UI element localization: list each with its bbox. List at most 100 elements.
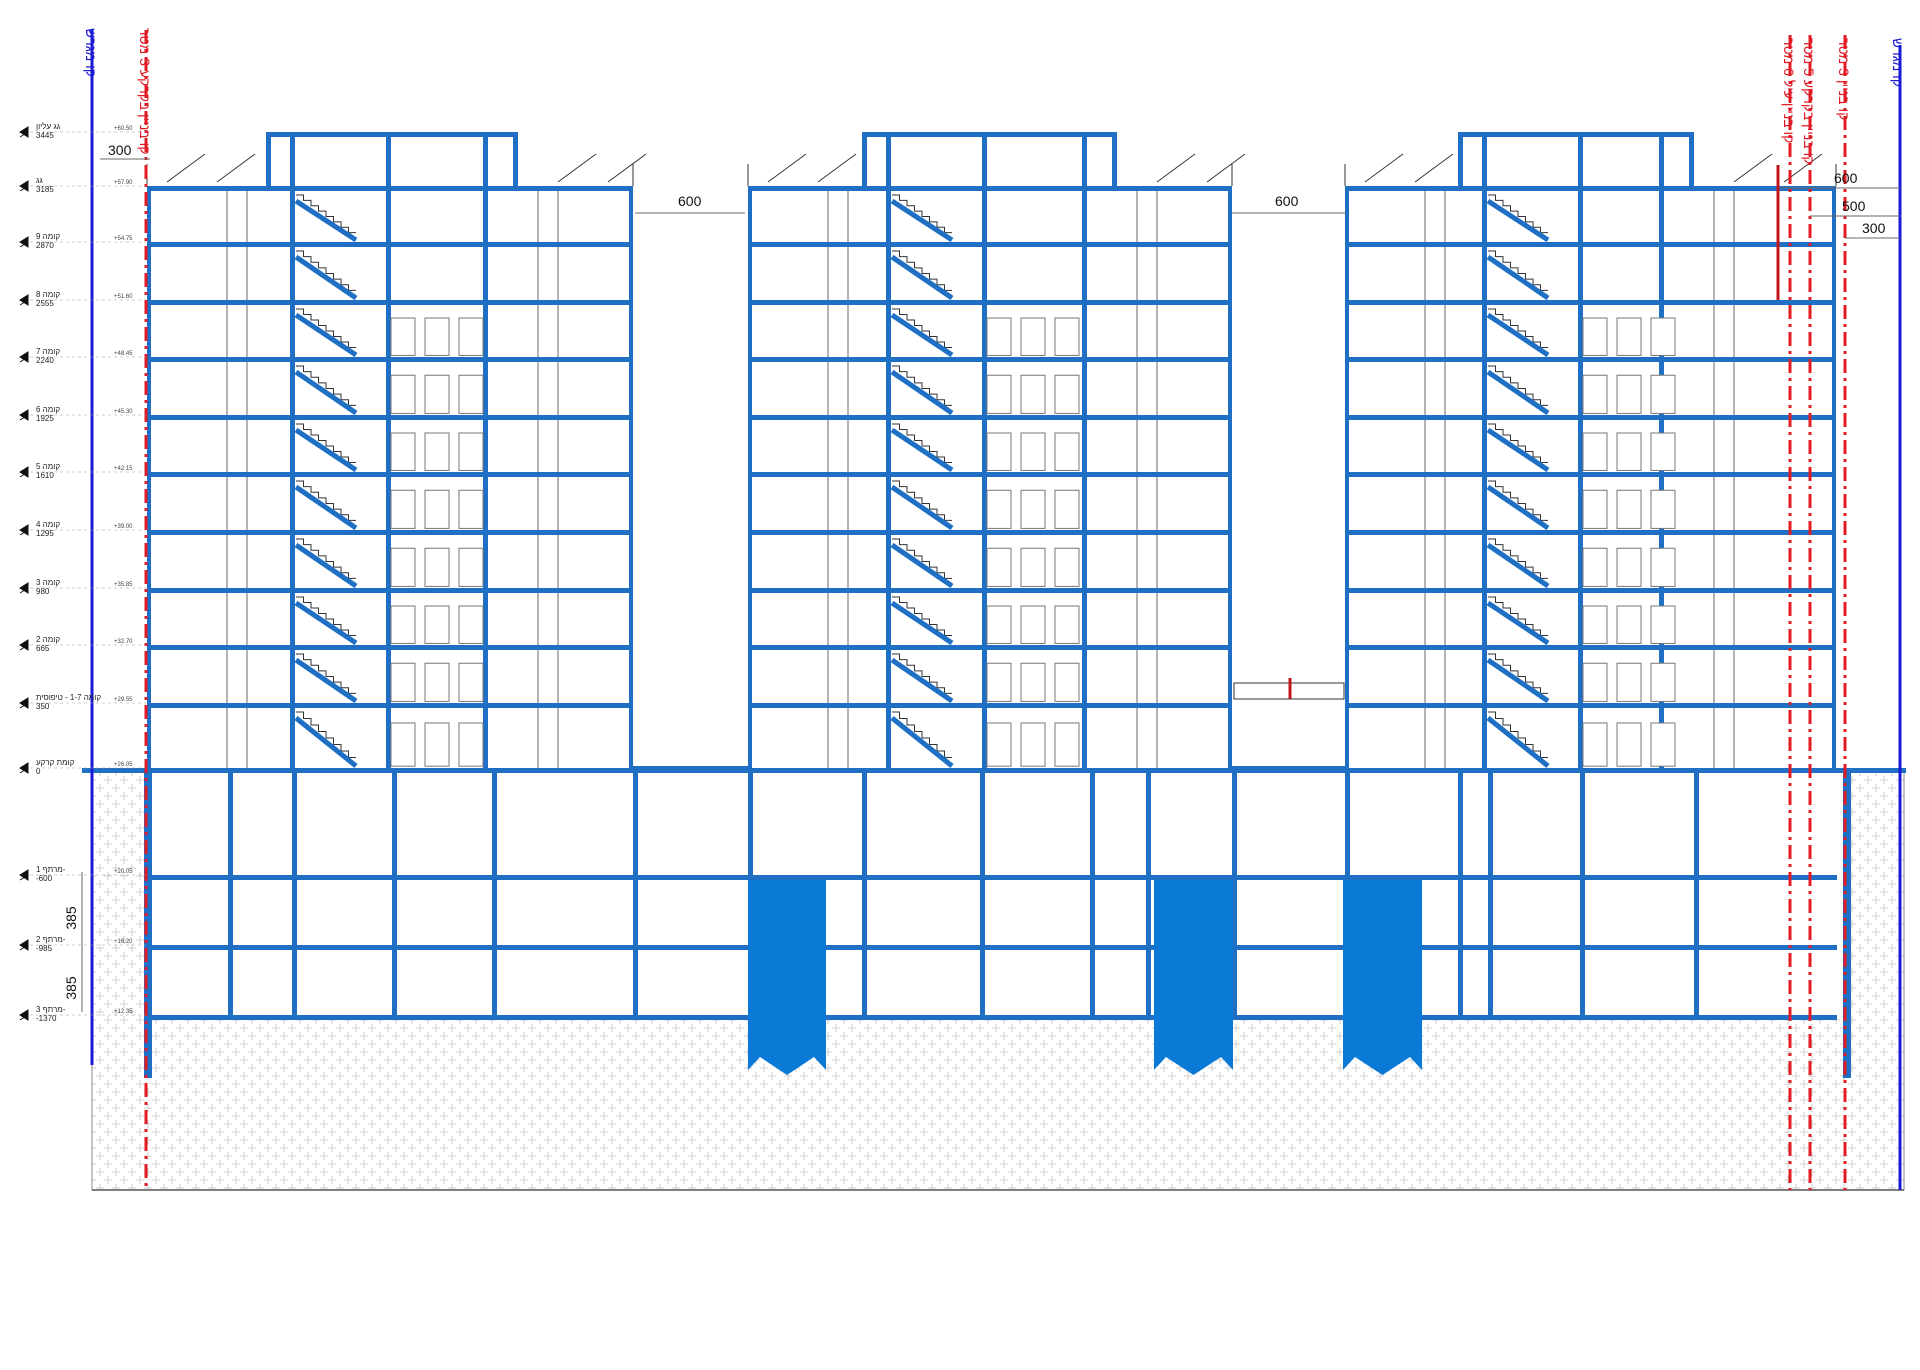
basement-column: [292, 768, 297, 1015]
stair-slab: [890, 600, 954, 646]
dim-basement-2: 385: [63, 976, 79, 1000]
door: [424, 662, 450, 702]
stair-slab: [890, 312, 954, 358]
core-wall: [266, 132, 271, 186]
door: [1054, 432, 1080, 471]
bridge-slab: [633, 766, 748, 769]
basement-column: [392, 768, 397, 1015]
door: [1582, 317, 1608, 356]
door: [1582, 547, 1608, 587]
level-value: 1610: [36, 471, 54, 480]
level-elevation: +12.35: [114, 1009, 133, 1015]
retaining-wall-left: [144, 768, 152, 1078]
solar-panel: [1156, 153, 1196, 183]
stair-run: [1488, 308, 1548, 348]
door: [1616, 432, 1642, 471]
dim-basement-1: 385: [63, 906, 79, 930]
level-marker-icon: [19, 409, 29, 421]
stair-run: [892, 365, 952, 406]
door: [390, 432, 416, 471]
floor-slab: [748, 703, 1232, 708]
level-elevation: +32.70: [114, 639, 133, 645]
door: [424, 605, 450, 644]
level-elevation: +29.55: [114, 697, 133, 703]
stair-run: [1488, 596, 1548, 636]
floor-slab: [1345, 242, 1836, 247]
door: [1616, 374, 1642, 414]
setback-3m-label: קו בניין 3 מטר: [1836, 38, 1852, 120]
core-wall: [862, 132, 867, 186]
basement-column: [1458, 768, 1463, 1015]
stair-slab: [890, 369, 954, 416]
solar-panel: [216, 153, 256, 183]
exterior-wall: [748, 186, 752, 768]
stair-run: [296, 365, 356, 406]
level-name: קומה 7: [36, 347, 60, 356]
stair-slab: [1486, 600, 1550, 646]
stair-run: [296, 538, 356, 579]
stair-run: [296, 308, 356, 348]
level-marker-icon: [19, 524, 29, 536]
floor-slab: [748, 357, 1232, 362]
basement-core: [1343, 880, 1422, 1020]
level-value: 3185: [36, 185, 54, 194]
door: [986, 722, 1012, 767]
stair-slab: [294, 716, 358, 768]
retaining-wall-right: [1843, 768, 1851, 1078]
door: [986, 489, 1012, 529]
floor-slab: [1345, 415, 1836, 420]
ground-slab-edge: [1836, 768, 1906, 773]
level-value: -1370: [36, 1014, 57, 1023]
basement-column: [228, 768, 233, 1015]
stair-slab: [294, 254, 358, 301]
level-marker: מרתף 3--1370 +12.35: [19, 1005, 146, 1023]
floor-slab: [748, 588, 1232, 593]
door: [1020, 374, 1046, 414]
door: [1020, 489, 1046, 529]
level-value: 1295: [36, 529, 54, 538]
door: [1054, 374, 1080, 414]
floor-slab: [1345, 645, 1836, 650]
floor-slab: [748, 415, 1232, 420]
floor-slab: [1345, 357, 1836, 362]
door: [986, 605, 1012, 644]
stair-run: [892, 194, 952, 234]
level-name: מרתף 3-: [36, 1005, 66, 1014]
level-elevation: +42.15: [114, 466, 133, 472]
setback-5m-label: קו בניין בקרקע 5 מטר: [1801, 38, 1817, 164]
stair-slab: [890, 657, 954, 704]
stair-run: [892, 308, 952, 348]
floor-slab: [748, 186, 1232, 191]
stair-run: [892, 596, 952, 636]
door: [1054, 317, 1080, 356]
stair-slab: [890, 254, 954, 301]
door: [986, 547, 1012, 587]
basement-column: [1232, 768, 1237, 1015]
floor-slab: [748, 530, 1232, 535]
pile-cap: [1154, 1015, 1233, 1075]
stair-slab: [294, 600, 358, 646]
basement-slab: [147, 875, 1837, 880]
door: [1020, 547, 1046, 587]
level-marker-icon: [19, 939, 29, 951]
exterior-wall: [1345, 186, 1349, 768]
door: [986, 432, 1012, 471]
level-name: מרתף 2-: [36, 935, 66, 944]
door: [390, 662, 416, 702]
door: [390, 489, 416, 529]
level-marker-icon: [19, 1009, 29, 1021]
stair-slab: [1486, 312, 1550, 358]
door: [1582, 722, 1608, 767]
stair-run: [296, 423, 356, 463]
level-elevation: +26.05: [114, 762, 133, 768]
core-column: [1082, 132, 1087, 768]
level-value: 980: [36, 587, 50, 596]
door: [1020, 605, 1046, 644]
stair-slab: [1486, 716, 1550, 768]
